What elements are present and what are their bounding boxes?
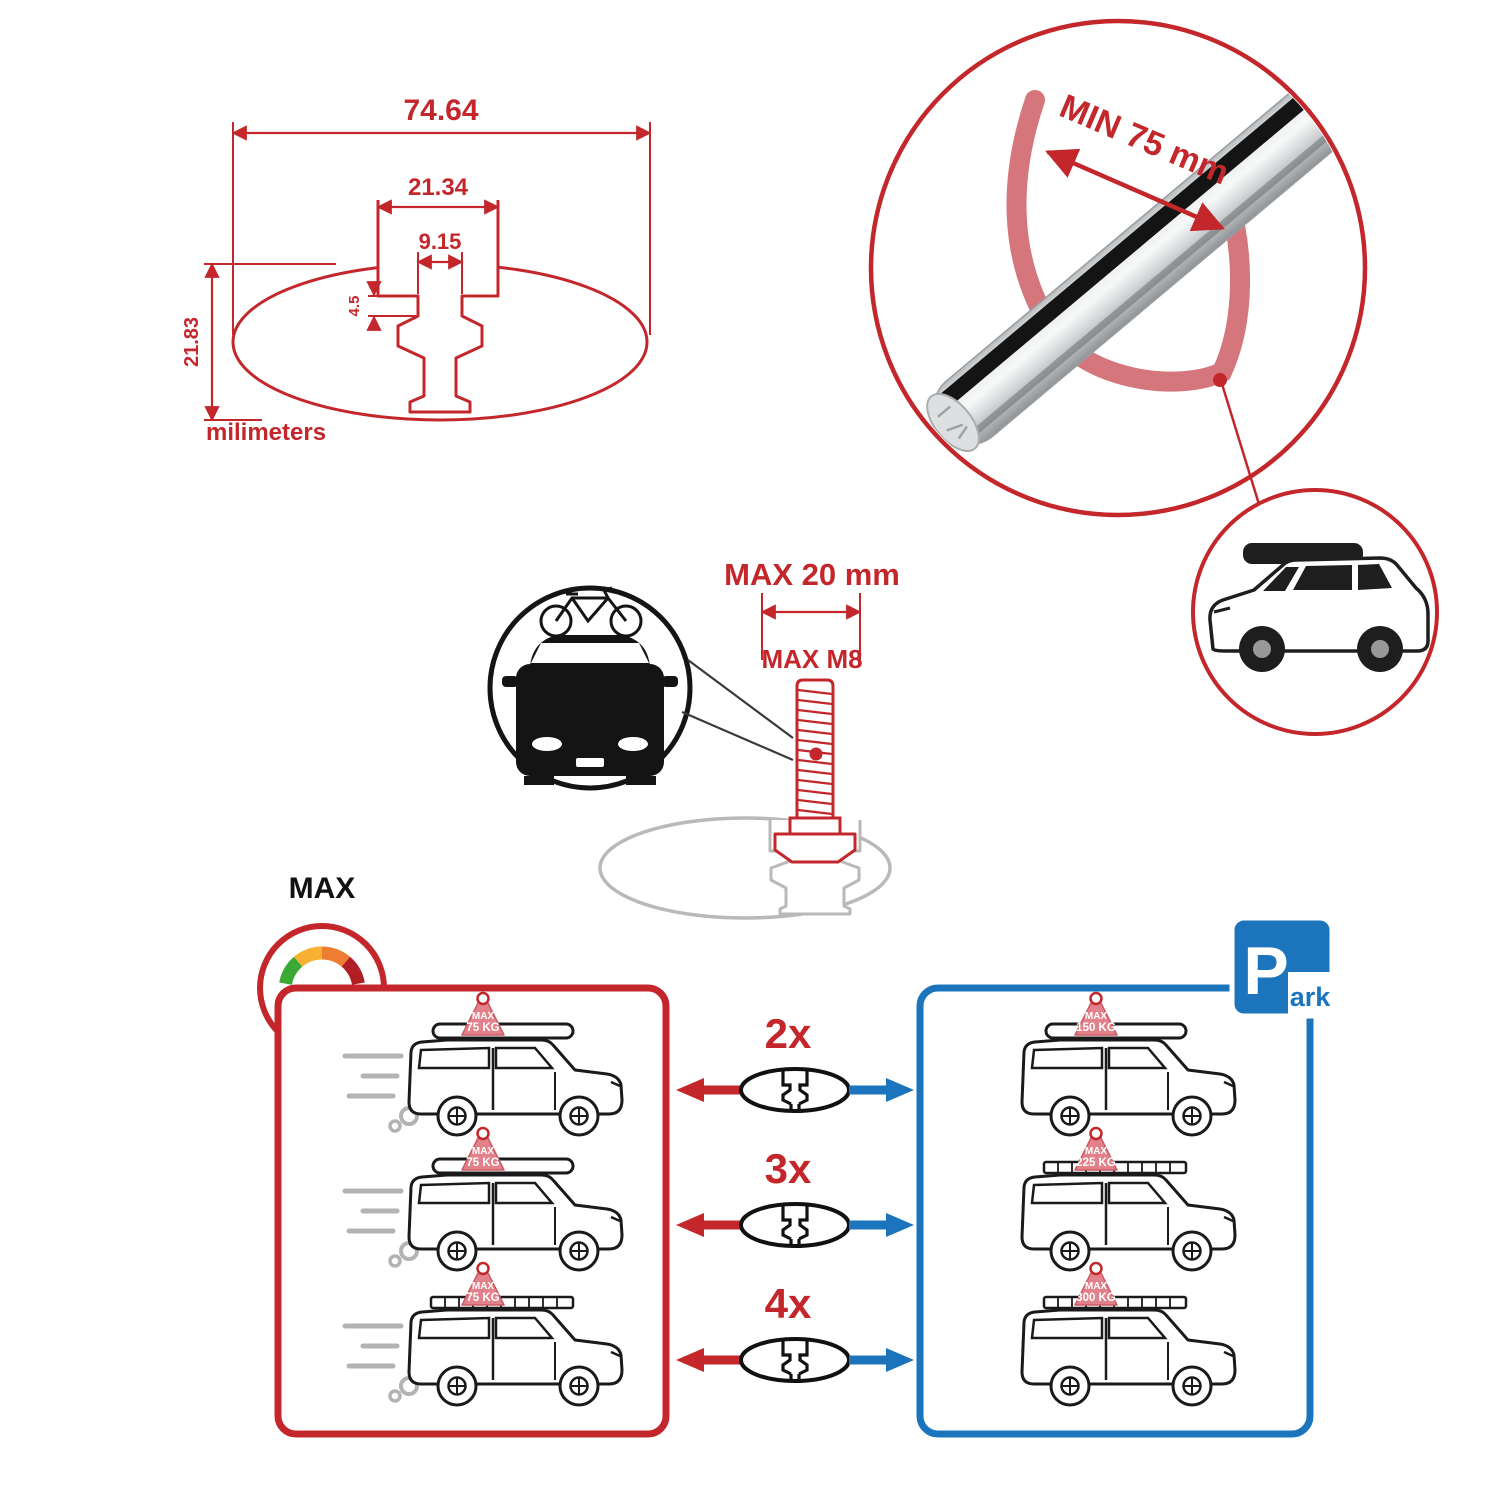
load-sign: MAX 150 KG <box>1073 991 1119 1037</box>
parking-panel: MAX 150 KG MAX 225 KG MAX 300 KG <box>916 915 1335 1438</box>
svg-text:4.5: 4.5 <box>346 296 363 317</box>
right-blue-arrow <box>849 1078 914 1102</box>
parking-car-row: MAX 225 KG <box>1020 1126 1237 1272</box>
svg-text:MAX: MAX <box>1085 1011 1108 1022</box>
svg-text:75 KG: 75 KG <box>466 1292 499 1304</box>
bolt-t-head <box>773 832 857 864</box>
dim-total-width: 74.64 <box>231 94 652 335</box>
t-bolt-illustration <box>773 678 857 864</box>
left-red-arrow <box>676 1078 741 1102</box>
load-sign: MAX 75 KG <box>460 991 506 1037</box>
svg-text:75 KG: 75 KG <box>466 1157 499 1169</box>
load-sign: MAX 75 KG <box>460 1261 506 1307</box>
svg-text:74.64: 74.64 <box>403 94 478 127</box>
max-thread-label: MAX M8 <box>761 644 862 674</box>
crossbar-profile-icon <box>739 1337 851 1383</box>
driving-car-row: MAX 75 KG <box>345 1126 624 1272</box>
bolt-threads <box>797 688 833 816</box>
right-blue-arrow <box>849 1348 914 1372</box>
parking-sign-ark: ark <box>1290 982 1332 1012</box>
suv-illustration <box>1208 543 1430 672</box>
svg-text:75 KG: 75 KG <box>466 1022 499 1034</box>
count-label: 3x <box>765 1145 812 1192</box>
load-sign: MAX 300 KG <box>1073 1261 1119 1307</box>
parking-sign-p: P <box>1243 933 1288 1009</box>
left-red-arrow <box>676 1348 741 1372</box>
dim-slot-opening: 9.15 <box>416 229 464 294</box>
svg-text:150 KG: 150 KG <box>1076 1022 1116 1034</box>
t-slot-channel <box>376 200 500 414</box>
svg-text:21.34: 21.34 <box>408 174 469 201</box>
parking-car-row: MAX 300 KG <box>1020 1261 1237 1407</box>
parking-sign: P ark <box>1229 915 1335 1019</box>
parking-sign-notch <box>1288 972 1332 1016</box>
svg-text:300 KG: 300 KG <box>1076 1292 1116 1304</box>
load-sign: MAX 75 KG <box>460 1126 506 1172</box>
gray-profile-ellipse <box>598 816 892 920</box>
callout-wedge <box>681 659 794 762</box>
svg-text:MAX: MAX <box>1085 1281 1108 1292</box>
svg-text:MAX: MAX <box>472 1281 495 1292</box>
crossbar-profile-icon <box>739 1067 851 1113</box>
dim-lip-height: 4.5 <box>346 281 416 331</box>
svg-text:225 KG: 225 KG <box>1076 1157 1116 1169</box>
bike-car-circle <box>487 585 794 791</box>
speed-max-label: MAX <box>289 872 356 905</box>
svg-text:21.83: 21.83 <box>181 317 203 367</box>
right-blue-arrow <box>849 1213 914 1237</box>
callout-line <box>1220 383 1264 515</box>
crossbar-count-rows: 2x 3x 4x <box>676 1010 914 1383</box>
bar-end-profile <box>926 392 980 452</box>
parking-car-row: MAX 150 KG <box>1020 991 1237 1137</box>
driving-car-row: MAX 75 KG <box>345 1261 624 1407</box>
crossbar-detail-circle: MIN 75 mm <box>868 18 1368 518</box>
driving-car-row: MAX 75 KG <box>345 991 624 1137</box>
svg-text:MAX: MAX <box>472 1011 495 1022</box>
max-width-label: MAX 20 mm <box>724 557 900 592</box>
crossbar-profile-icon <box>739 1202 851 1248</box>
load-sign: MAX 225 KG <box>1073 1126 1119 1172</box>
gauge-dial <box>279 946 365 986</box>
bolt-dimension: MAX 20 mm MAX M8 <box>724 557 900 674</box>
car-front-silhouette <box>502 635 678 785</box>
roofbox-suv-circle <box>1191 488 1439 736</box>
crossbar-count-row: 4x <box>676 1280 914 1383</box>
min-span-arrow <box>1045 148 1225 232</box>
units-label: milimeters <box>206 419 326 446</box>
svg-text:MAX: MAX <box>472 1146 495 1157</box>
bolt-callout-dot <box>809 747 823 761</box>
driving-panel: MAX 75 KG MAX 75 KG MAX 75 KG <box>274 984 670 1438</box>
dim-profile-height: 21.83 <box>181 262 336 422</box>
dim-slot-width: 21.34 <box>376 174 500 215</box>
left-red-arrow <box>676 1213 741 1237</box>
bolt-neck <box>788 816 842 836</box>
svg-text:9.15: 9.15 <box>419 229 462 254</box>
crossbar-count-row: 3x <box>676 1145 914 1248</box>
cross-section-diagram: 74.64 21.34 9.15 4.5 21.83 milimeters <box>181 94 652 446</box>
count-label: 4x <box>765 1280 812 1327</box>
flush-rail-strap <box>1006 90 1250 392</box>
count-label: 2x <box>765 1010 812 1057</box>
crossbar-count-row: 2x <box>676 1010 914 1113</box>
callout-dot <box>1213 373 1227 387</box>
svg-text:MAX: MAX <box>1085 1146 1108 1157</box>
